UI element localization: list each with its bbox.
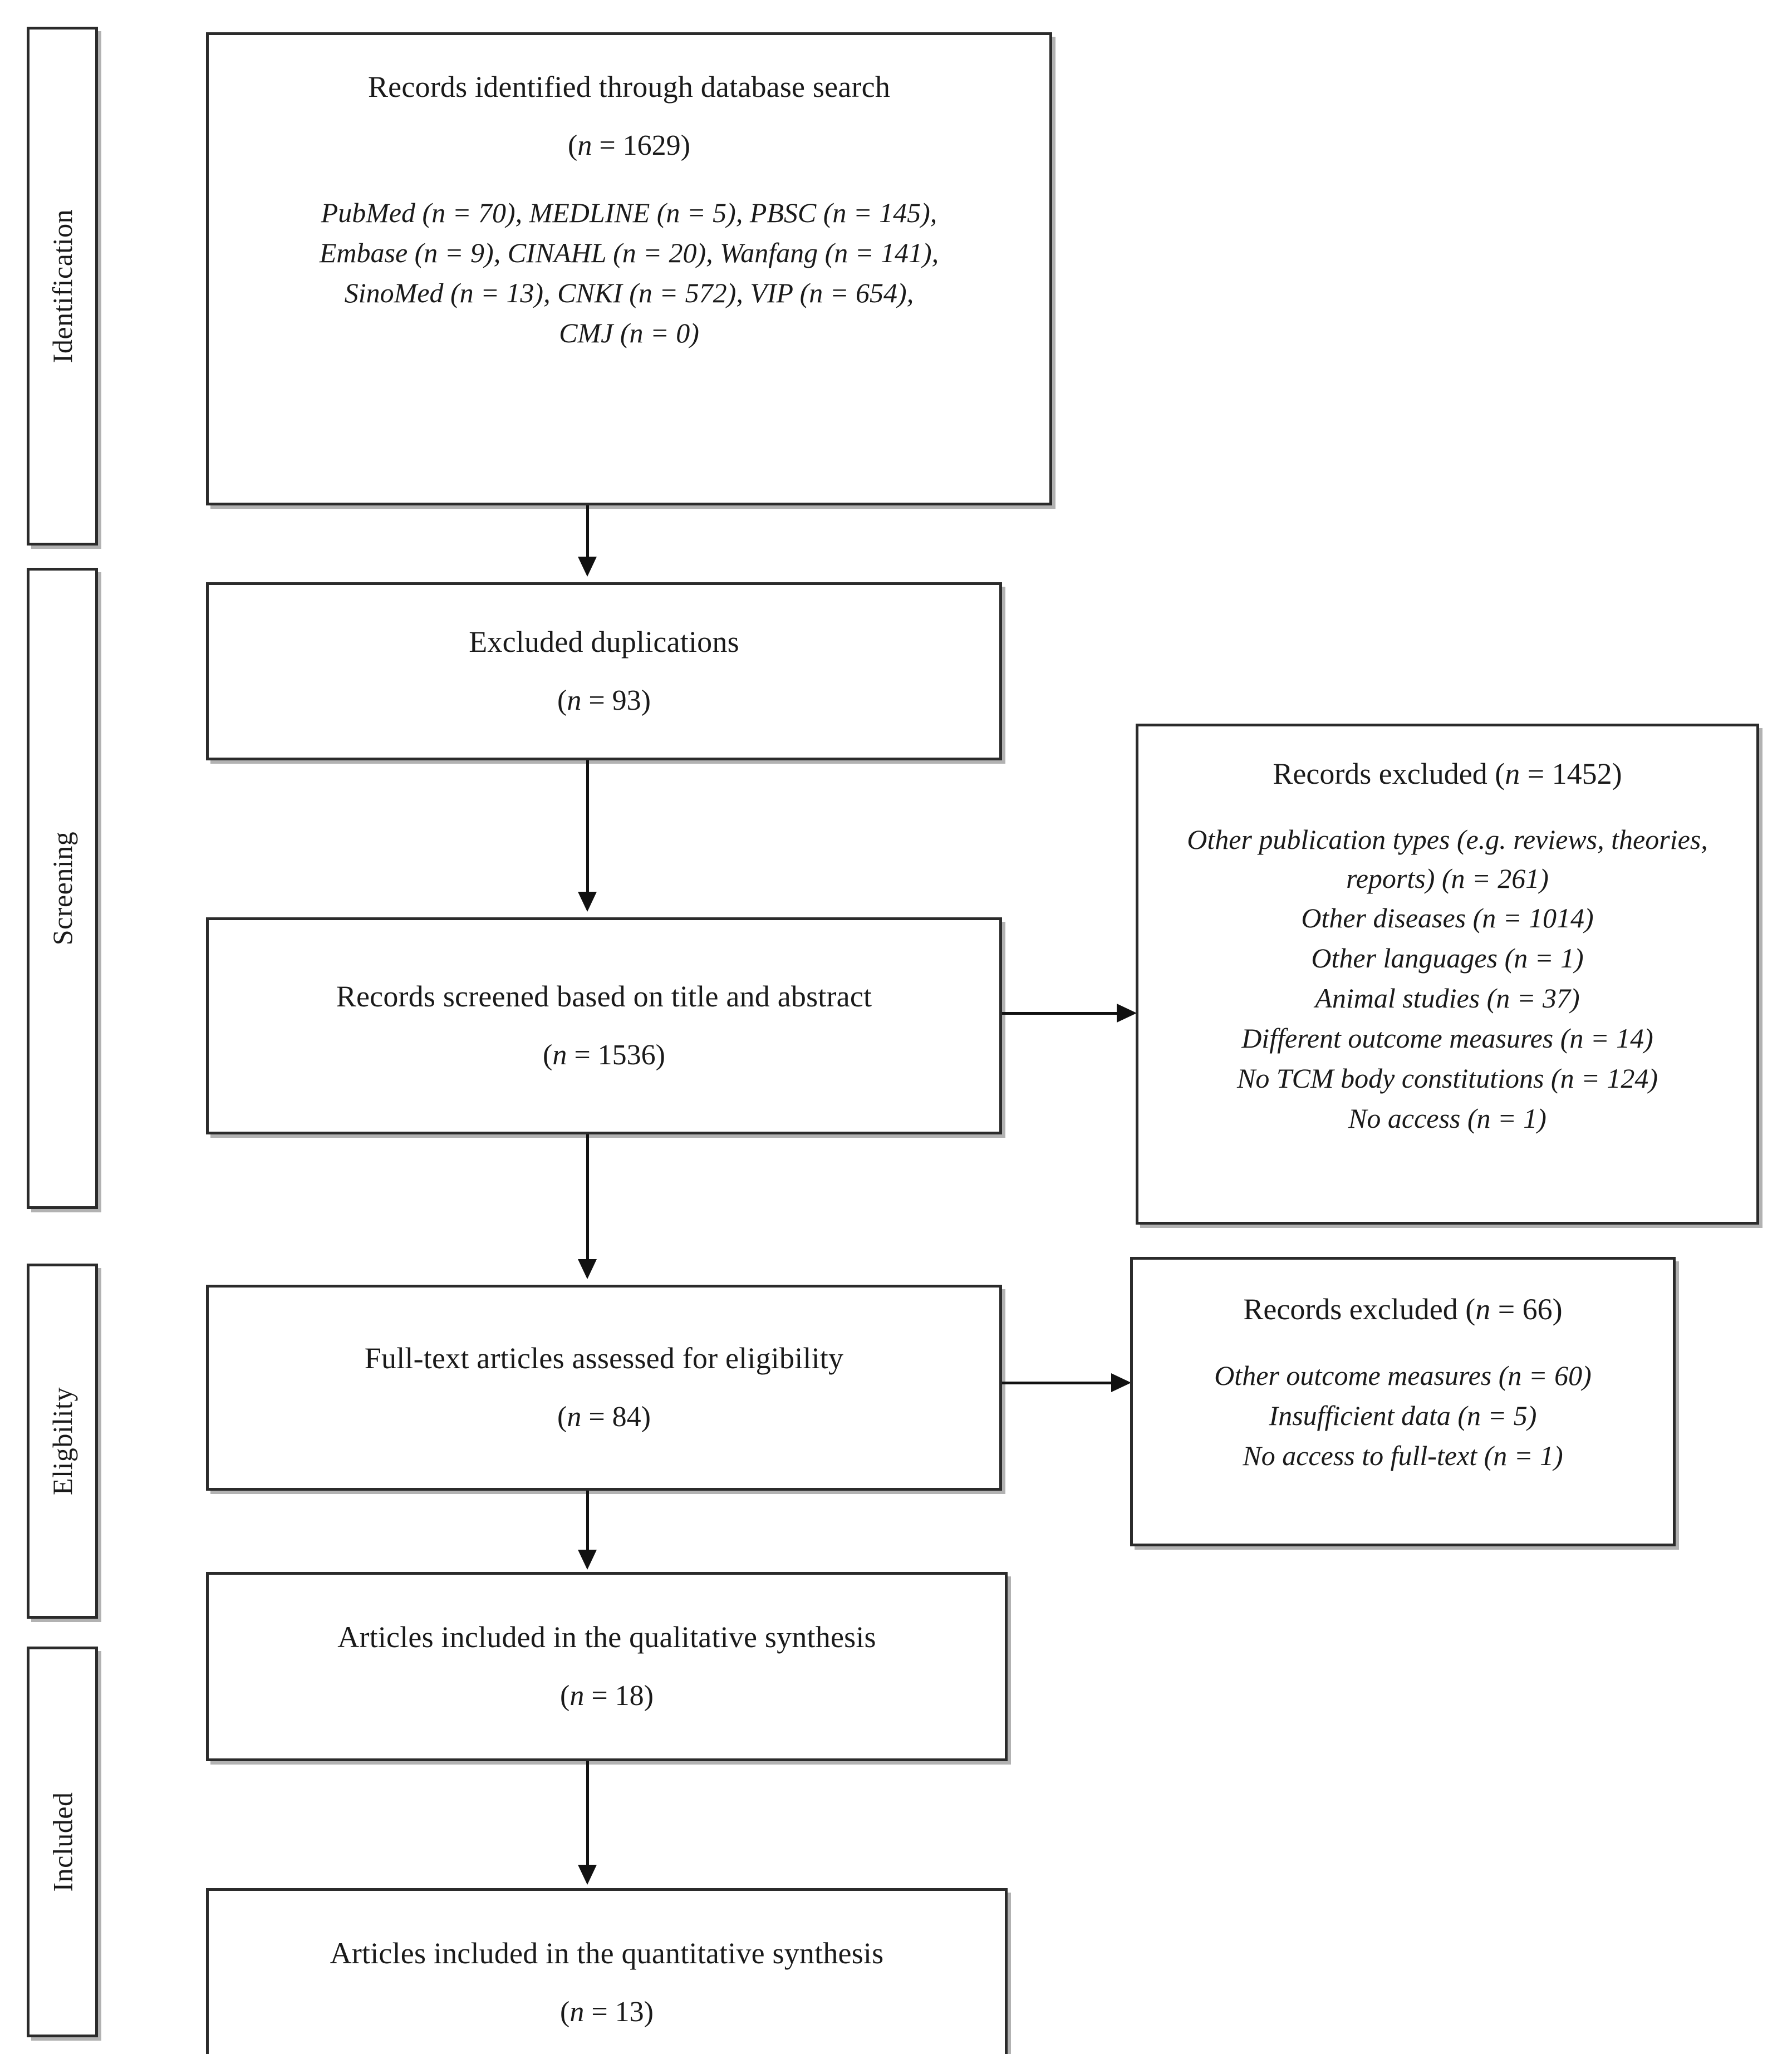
box-excluded-duplications-title: Excluded duplications xyxy=(469,625,739,659)
connector-screened-to-fulltext xyxy=(586,1134,589,1261)
stage-identification: Identification xyxy=(27,27,98,546)
connector-screened-to-excluded xyxy=(1002,1012,1119,1015)
arrowhead-fulltext-to-excluded xyxy=(1111,1373,1131,1392)
connector-duplicates-to-screened xyxy=(586,760,589,894)
stage-label-screening: Screening xyxy=(47,831,78,946)
connector-fulltext-to-qualitative xyxy=(586,1491,589,1552)
source-line-4: CMJ (n = 0) xyxy=(559,317,699,349)
box-records-excluded-eligibility-title: Records excluded (n = 66) xyxy=(1243,1293,1563,1326)
exclusion-reason-1: Other publication types (e.g. reviews, t… xyxy=(1187,824,1708,894)
box-fulltext-assessed-count: (n = 84) xyxy=(557,1401,651,1433)
box-records-identified: Records identified through database sear… xyxy=(206,32,1052,505)
box-records-screened-count: (n = 1536) xyxy=(543,1039,665,1072)
arrowhead-fulltext-to-qualitative xyxy=(578,1550,597,1570)
box-fulltext-assessed-title: Full-text articles assessed for eligibil… xyxy=(364,1342,844,1375)
box-quantitative-synthesis-title: Articles included in the quantitative sy… xyxy=(330,1937,884,1971)
box-records-excluded-eligibility: Records excluded (n = 66) Other outcome … xyxy=(1130,1257,1676,1546)
box-fulltext-assessed: Full-text articles assessed for eligibil… xyxy=(206,1285,1002,1491)
exclusion-reason-5: Different outcome measures (n = 14) xyxy=(1241,1023,1653,1054)
stage-screening: Screening xyxy=(27,568,98,1209)
exclusion-reason-1: Other outcome measures (n = 60) xyxy=(1214,1360,1592,1391)
box-records-screened: Records screened based on title and abst… xyxy=(206,917,1002,1134)
box-qualitative-synthesis-count: (n = 18) xyxy=(560,1680,654,1712)
source-line-3: SinoMed (n = 13), CNKI (n = 572), VIP (n… xyxy=(344,277,914,309)
exclusion-reason-4: Animal studies (n = 37) xyxy=(1315,982,1580,1014)
arrowhead-qualitative-to-quantitative xyxy=(578,1865,597,1885)
box-excluded-duplications-count: (n = 93) xyxy=(557,685,651,717)
stage-included: Included xyxy=(27,1647,98,2037)
stage-eligibility: Eligbility xyxy=(27,1264,98,1619)
arrowhead-duplicates-to-screened xyxy=(578,892,597,912)
box-qualitative-synthesis: Articles included in the qualitative syn… xyxy=(206,1572,1008,1761)
box-records-screened-title: Records screened based on title and abst… xyxy=(336,980,872,1014)
stage-label-eligibility: Eligbility xyxy=(47,1387,78,1495)
box-excluded-duplications: Excluded duplications (n = 93) xyxy=(206,582,1002,760)
box-records-identified-count: (n = 1629) xyxy=(568,129,690,161)
stage-label-identification: Identification xyxy=(47,209,78,363)
box-qualitative-synthesis-title: Articles included in the qualitative syn… xyxy=(337,1620,876,1654)
arrowhead-identified-to-duplicates xyxy=(578,557,597,577)
box-records-excluded-screening: Records excluded (n = 1452) Other public… xyxy=(1136,724,1759,1225)
box-records-identified-title: Records identified through database sear… xyxy=(367,70,891,104)
connector-qualitative-to-quantitative xyxy=(586,1761,589,1867)
source-line-2: Embase (n = 9), CINAHL (n = 20), Wanfang… xyxy=(319,237,939,269)
exclusion-reason-3: Other languages (n = 1) xyxy=(1311,942,1584,974)
box-quantitative-synthesis-count: (n = 13) xyxy=(560,1996,654,2028)
connector-fulltext-to-excluded xyxy=(1002,1382,1113,1384)
exclusion-reason-list-eligibility: Other outcome measures (n = 60) Insuffic… xyxy=(1214,1355,1592,1476)
arrowhead-screened-to-fulltext xyxy=(578,1259,597,1279)
exclusion-reason-7: No access (n = 1) xyxy=(1348,1103,1546,1134)
exclusion-reason-3: No access to full-text (n = 1) xyxy=(1243,1440,1563,1471)
connector-identified-to-duplicates xyxy=(586,505,589,559)
exclusion-reason-2: Other diseases (n = 1014) xyxy=(1301,902,1594,933)
exclusion-reason-6: No TCM body constitutions (n = 124) xyxy=(1237,1063,1658,1094)
arrowhead-screened-to-excluded xyxy=(1117,1004,1137,1023)
database-source-list: PubMed (n = 70), MEDLINE (n = 5), PBSC (… xyxy=(320,193,939,353)
exclusion-reason-list-screening: Other publication types (e.g. reviews, t… xyxy=(1166,820,1729,1138)
box-records-excluded-screening-title: Records excluded (n = 1452) xyxy=(1273,757,1622,790)
exclusion-reason-2: Insufficient data (n = 5) xyxy=(1269,1400,1537,1431)
stage-label-included: Included xyxy=(47,1792,78,1892)
source-line-1: PubMed (n = 70), MEDLINE (n = 5), PBSC (… xyxy=(321,197,937,229)
box-quantitative-synthesis: Articles included in the quantitative sy… xyxy=(206,1888,1008,2054)
